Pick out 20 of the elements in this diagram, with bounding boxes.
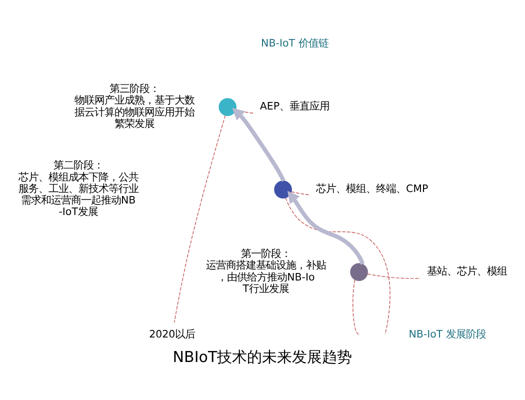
caption: NBIoT技术的未来发展趋势	[172, 348, 352, 366]
node-circle	[274, 180, 292, 198]
connector	[174, 114, 226, 322]
node-text: 基站、芯片、模组	[427, 264, 508, 277]
node-text: 第三阶段： 物联网产业成熟，基于大数据云计算的物联网应用开始繁荣发展	[74, 82, 194, 130]
node-text: 2020以后	[149, 328, 196, 340]
node-circle	[350, 262, 368, 280]
node-circle	[218, 98, 236, 116]
arrow	[232, 107, 286, 182]
label: NB-IoT 发展阶段	[408, 328, 486, 340]
label: NB-IoT 价值链	[261, 36, 328, 49]
node-text: 第一阶段： 运营商搭建基础设施，补贴，由供给方推动NB-IoT行业发展	[206, 247, 326, 294]
connector	[285, 197, 390, 334]
connector	[352, 278, 360, 334]
node-text: 第二阶段： 芯片、模组成本下降，公共服务、工业、新技术等行业需求和运营商一起推动NB-IoT发展	[18, 159, 138, 218]
connector	[291, 190, 310, 195]
node-text: AEP、垂直应用	[260, 100, 330, 112]
arrow	[287, 190, 365, 264]
node-text: 芯片、模组、终端、CMP	[316, 182, 428, 194]
connector	[367, 273, 421, 278]
